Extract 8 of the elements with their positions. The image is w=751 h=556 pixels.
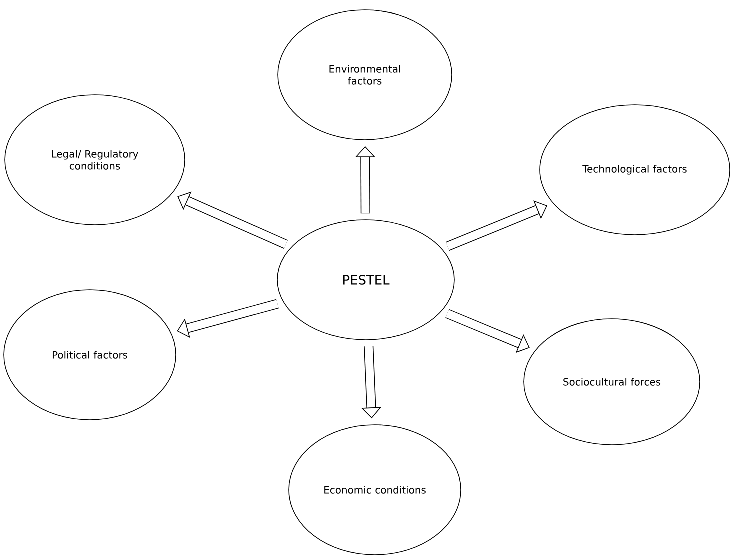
ellipse-node: Political factors	[4, 290, 176, 420]
ellipse-node: Technological factors	[540, 104, 730, 236]
ellipse-node: Environmental factors	[278, 10, 452, 140]
block-arrow	[177, 299, 279, 338]
ellipse-node: PESTEL	[277, 220, 455, 340]
ellipse-node: Legal/ Regulatory conditions	[4, 94, 186, 226]
ellipse-node: Sociocultural forces	[524, 318, 700, 446]
ellipse-node: Economic conditions	[288, 424, 462, 556]
